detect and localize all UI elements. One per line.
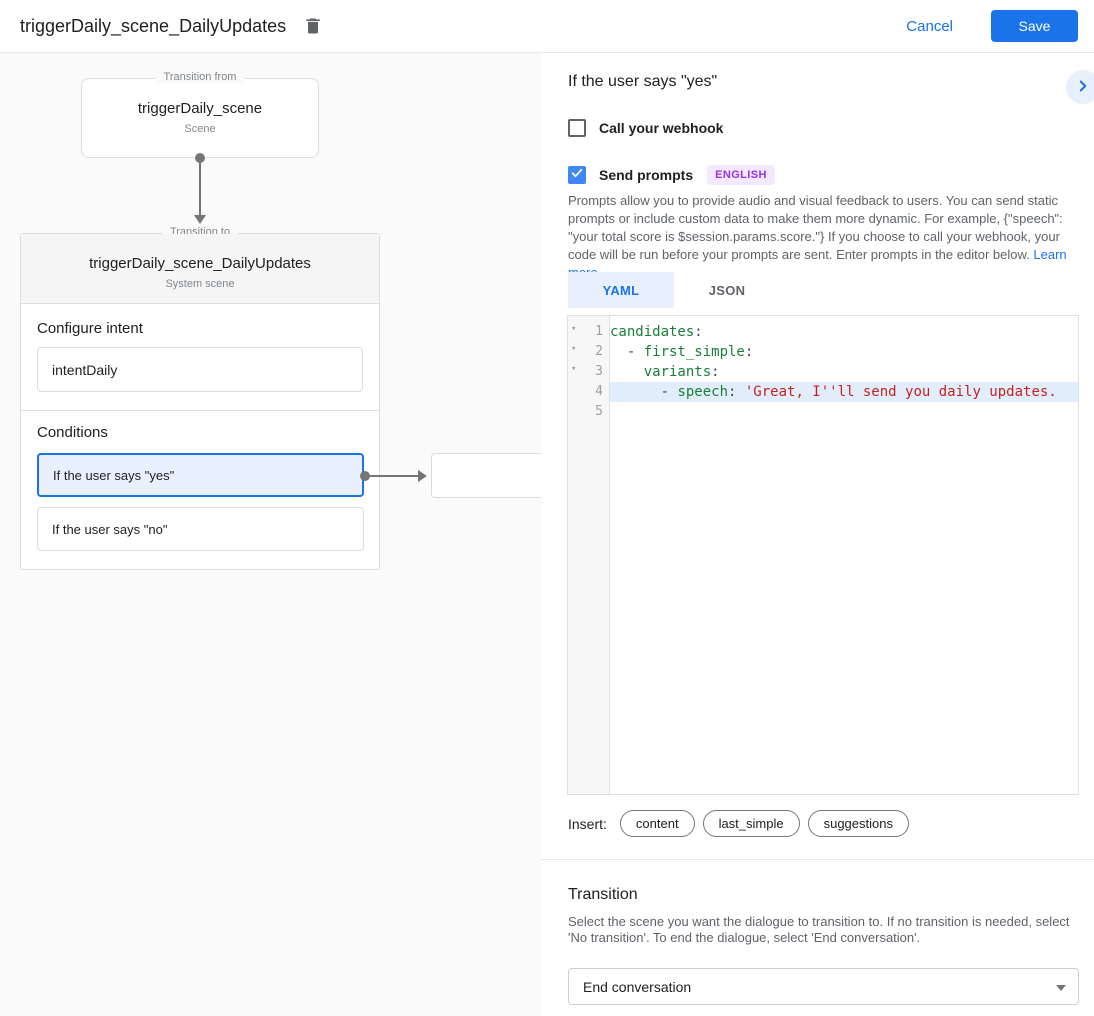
yaml-key: speech — [677, 384, 729, 400]
condition-connector-arrowhead — [418, 470, 427, 482]
connector-arrowhead — [194, 215, 206, 224]
editor-format-tabs: YAML JSON — [568, 272, 780, 308]
trash-icon — [303, 16, 323, 39]
section-divider — [541, 859, 1094, 860]
conditions-heading: Conditions — [37, 424, 108, 441]
checkmark-icon — [570, 166, 584, 185]
dropdown-caret-icon — [1056, 985, 1066, 991]
transition-from-legend: Transition from — [155, 71, 245, 83]
yaml-string: 'Great, I''ll send you daily updates. — [744, 384, 1057, 400]
condition-detail-panel: If the user says "yes" Call your webhook… — [541, 53, 1094, 1016]
line-number: 4 — [595, 384, 603, 399]
condition-item-yes[interactable]: If the user says "yes" — [37, 453, 364, 497]
line-number: 1 — [595, 324, 603, 339]
scene-flow-canvas: Transition from triggerDaily_scene Scene… — [0, 53, 553, 1016]
scene-card-header: triggerDaily_scene_DailyUpdates System s… — [21, 234, 379, 304]
intent-input[interactable]: intentDaily — [37, 347, 363, 392]
send-prompts-checkbox[interactable] — [568, 166, 586, 184]
transition-from-node[interactable]: Transition from triggerDaily_scene Scene — [81, 71, 319, 158]
webhook-checkbox[interactable] — [568, 119, 586, 137]
yaml-punct: : — [744, 344, 754, 360]
connector-line — [199, 158, 201, 216]
to-scene-type: System scene — [165, 278, 235, 290]
transition-heading: Transition — [568, 886, 638, 903]
card-divider — [21, 410, 379, 411]
send-prompts-label: Send prompts — [599, 167, 694, 183]
code-line: - first_simple: — [610, 342, 1078, 362]
code-line: variants: — [610, 362, 1078, 382]
yaml-indent: - — [610, 384, 678, 400]
page-title: triggerDaily_scene_DailyUpdates — [20, 16, 287, 36]
yaml-punct: : — [694, 324, 703, 340]
yaml-key: variants — [643, 364, 712, 380]
condition-target-node[interactable] — [431, 453, 553, 498]
language-badge: ENGLISH — [707, 165, 775, 185]
fold-arrow-icon[interactable]: ▾ — [571, 344, 577, 354]
chevron-right-icon — [1074, 77, 1092, 98]
gutter-row: ▾ 3 — [568, 362, 609, 382]
insert-chip-content[interactable]: content — [619, 810, 695, 837]
condition-item-no[interactable]: If the user says "no" — [37, 507, 364, 551]
prompt-code-editor[interactable]: ▾ 1 ▾ 2 ▾ 3 4 5 candidates: — [567, 315, 1079, 795]
collapse-panel-button[interactable] — [1066, 70, 1094, 104]
configure-intent-heading: Configure intent — [37, 320, 143, 337]
yaml-indent: - — [610, 344, 644, 360]
panel-title: If the user says "yes" — [568, 73, 718, 90]
insert-chip-last-simple[interactable]: last_simple — [702, 810, 800, 837]
header-bar: triggerDaily_scene_DailyUpdates Cancel S… — [0, 0, 1094, 53]
tab-json[interactable]: JSON — [674, 272, 780, 308]
fold-arrow-icon[interactable]: ▾ — [571, 324, 577, 334]
prompts-description: Prompts allow you to provide audio and v… — [568, 192, 1080, 282]
transition-select[interactable]: End conversation — [568, 968, 1079, 1005]
gutter-row: 4 — [568, 382, 609, 402]
fold-arrow-icon[interactable]: ▾ — [571, 364, 577, 374]
yaml-indent — [610, 364, 644, 380]
insert-label: Insert: — [568, 815, 607, 832]
line-number: 2 — [595, 344, 603, 359]
cancel-button[interactable]: Cancel — [898, 10, 961, 42]
insert-row: Insert: content last_simple suggestions — [568, 810, 917, 837]
webhook-label: Call your webhook — [599, 120, 724, 136]
line-number: 3 — [595, 364, 603, 379]
condition-connector-line — [365, 475, 419, 477]
send-prompts-row: Send prompts ENGLISH — [568, 165, 775, 185]
insert-chip-suggestions[interactable]: suggestions — [807, 810, 909, 837]
line-number: 5 — [595, 404, 603, 419]
transition-select-value: End conversation — [583, 978, 692, 995]
to-scene-name: triggerDaily_scene_DailyUpdates — [89, 255, 311, 272]
transition-to-card: Transition to triggerDaily_scene_DailyUp… — [20, 226, 380, 570]
tab-yaml[interactable]: YAML — [568, 272, 674, 308]
delete-button[interactable] — [300, 14, 326, 40]
yaml-punct: : — [728, 384, 745, 400]
save-button[interactable]: Save — [991, 10, 1078, 42]
webhook-row: Call your webhook — [568, 119, 723, 137]
gutter-row: ▾ 1 — [568, 322, 609, 342]
code-line — [610, 402, 1078, 422]
code-line-active: - speech: 'Great, I''ll send you daily u… — [610, 382, 1078, 402]
yaml-key: first_simple — [643, 344, 745, 360]
editor-gutter: ▾ 1 ▾ 2 ▾ 3 4 5 — [568, 316, 610, 794]
from-scene-type: Scene — [184, 123, 216, 135]
code-line: candidates: — [610, 322, 1078, 342]
from-scene-name: triggerDaily_scene — [137, 100, 263, 117]
yaml-key: candidates — [610, 324, 695, 340]
editor-code-area[interactable]: candidates: - first_simple: variants: - … — [610, 316, 1078, 794]
yaml-punct: : — [711, 364, 720, 380]
gutter-row: 5 — [568, 402, 609, 422]
prompts-description-text: Prompts allow you to provide audio and v… — [568, 193, 1063, 262]
transition-description: Select the scene you want the dialogue t… — [568, 914, 1070, 945]
gutter-row: ▾ 2 — [568, 342, 609, 362]
